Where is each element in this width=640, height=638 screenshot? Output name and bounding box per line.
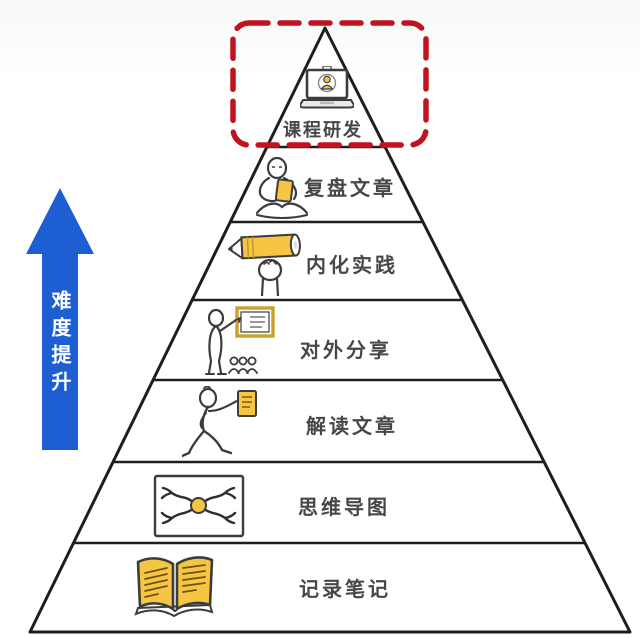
level-label: 对外分享 — [300, 338, 392, 362]
open-book-icon — [134, 556, 214, 618]
up-arrow-icon — [26, 188, 94, 450]
level-label: 课程研发 — [283, 120, 363, 141]
level-label: 解读文章 — [306, 414, 398, 438]
person-tablet-icon — [255, 157, 309, 219]
level-label: 记录笔记 — [299, 577, 391, 601]
level-label: 复盘文章 — [304, 176, 396, 200]
difficulty-arrow-label: 难度提升 — [48, 290, 72, 398]
level-label: 思维导图 — [298, 495, 390, 519]
walking-reader-icon — [182, 386, 257, 458]
presenter-board-icon — [205, 306, 275, 375]
hand-pencil-icon — [228, 233, 301, 296]
mindmap-icon — [153, 474, 245, 538]
laptop-person-icon — [300, 66, 354, 109]
level-label: 内化实践 — [306, 253, 398, 277]
